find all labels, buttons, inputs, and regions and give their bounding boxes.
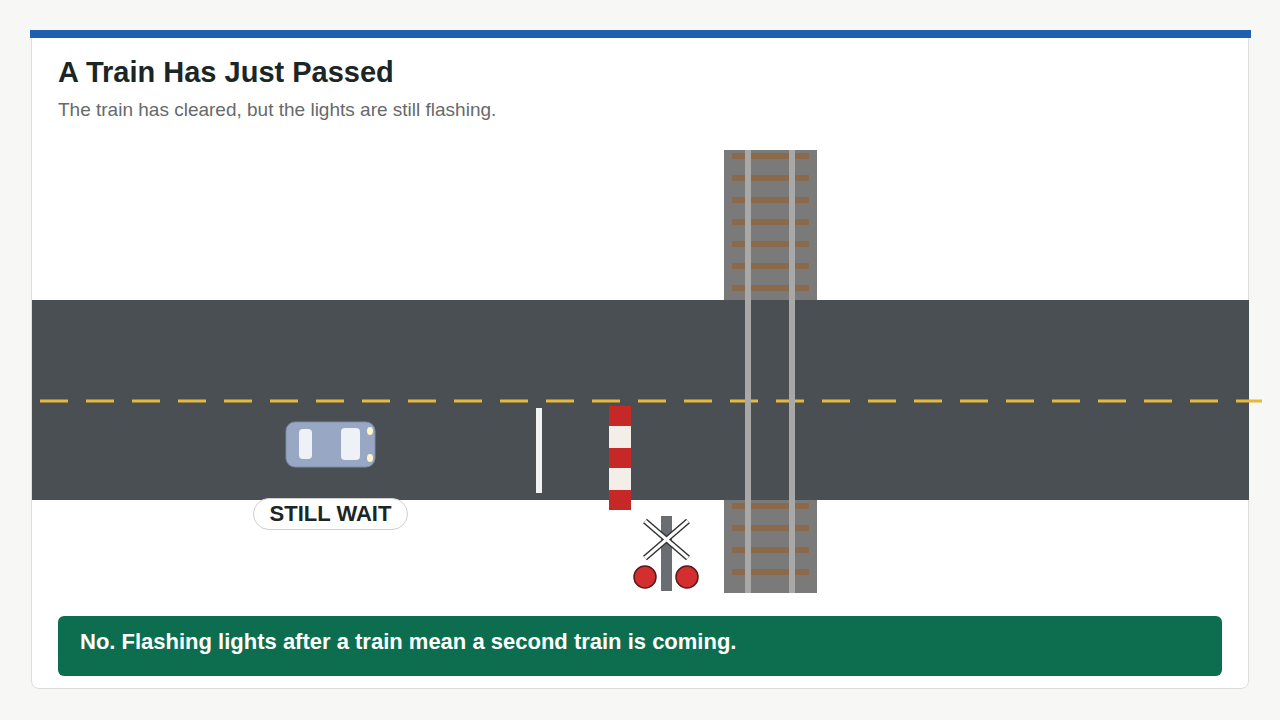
node-text: No. Flashing lights after a train mean a… xyxy=(80,629,736,654)
node-text: STILL WAIT xyxy=(270,501,392,527)
crossing-signal xyxy=(634,516,698,591)
subtitle-text: The train has cleared, but the lights ar… xyxy=(58,99,496,121)
center-line xyxy=(40,400,1262,403)
rail xyxy=(745,150,751,593)
rail xyxy=(789,150,795,593)
diagram-title: A Train Has Just Passed xyxy=(58,56,394,89)
stop-line xyxy=(536,408,542,493)
accent-bar xyxy=(30,30,1251,38)
answer-banner: No. Flashing lights after a train mean a… xyxy=(58,616,1222,676)
crossing-gate xyxy=(609,406,631,510)
status-pill: STILL WAIT xyxy=(253,498,408,530)
car xyxy=(286,422,375,467)
